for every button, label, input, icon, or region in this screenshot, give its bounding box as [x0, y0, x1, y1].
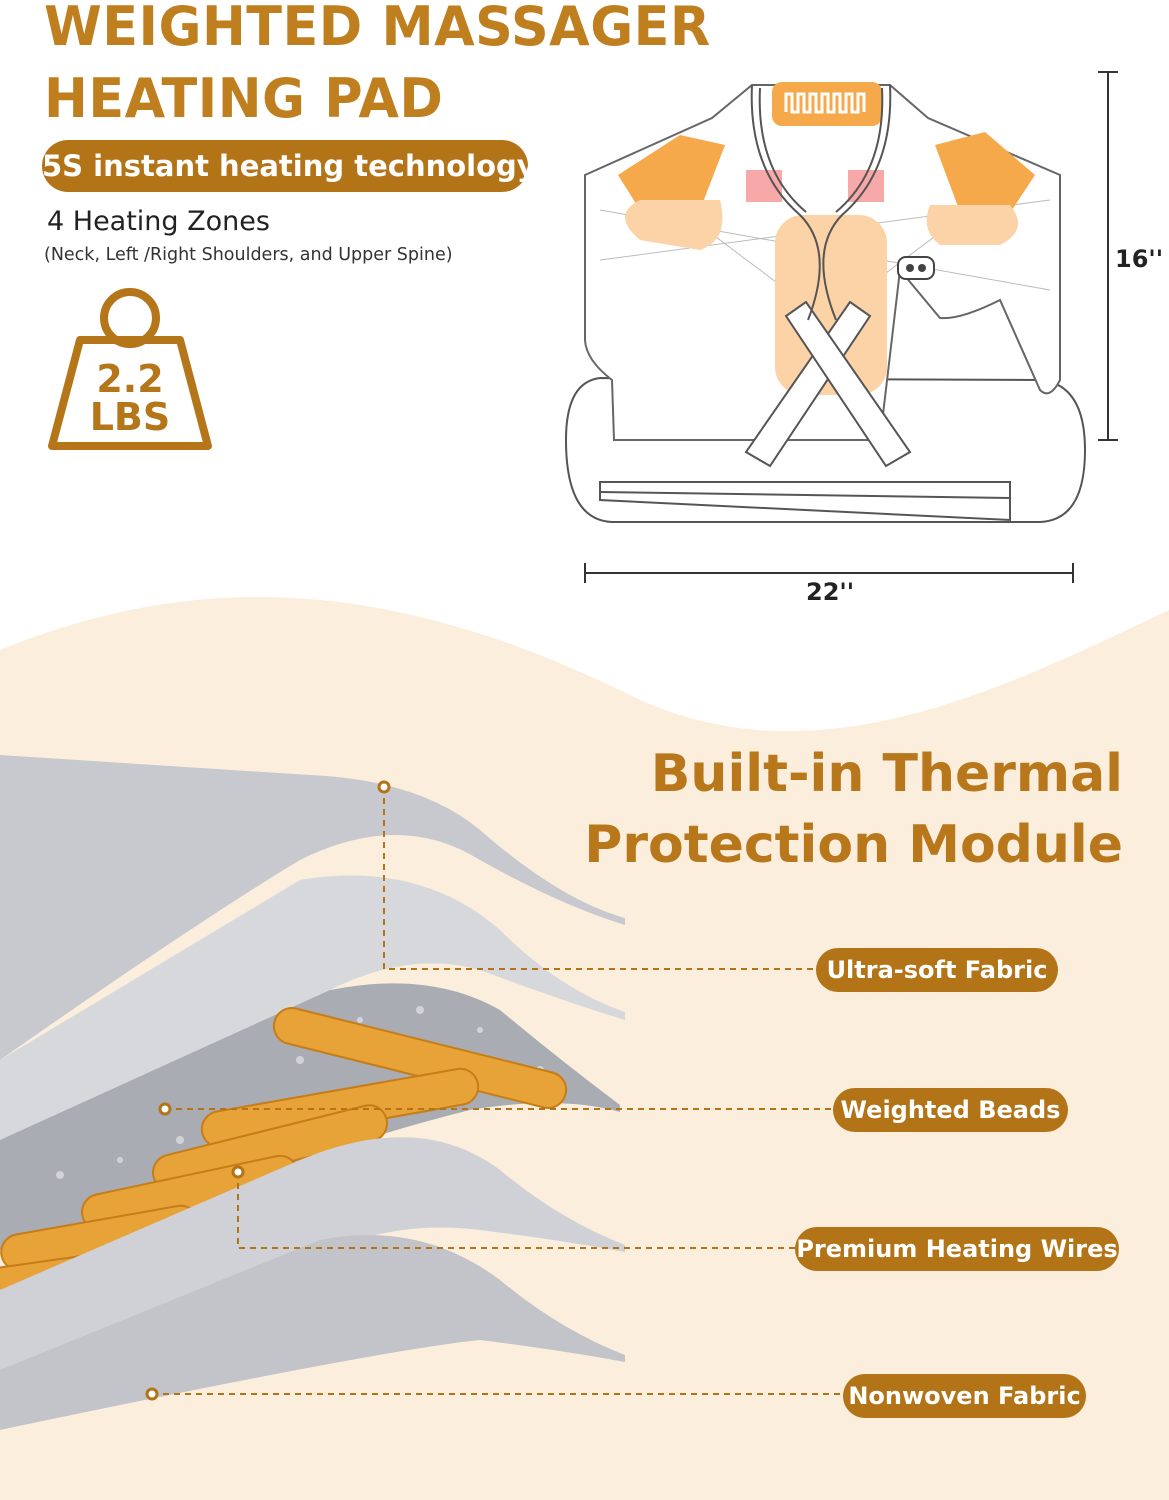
width-dimension-line	[584, 563, 1074, 583]
heating-zones-title: 4 Heating Zones	[47, 206, 270, 237]
width-dimension: 22''	[806, 578, 855, 606]
layer-label-premium-heating-wires: Premium Heating Wires	[795, 1227, 1119, 1271]
layer-label-weighted-beads: Weighted Beads	[833, 1088, 1068, 1132]
left-shoulder-heating-zone	[618, 135, 725, 250]
right-shoulder-heating-zone	[926, 132, 1035, 245]
ultra-soft-fabric-layer	[0, 755, 625, 1060]
leader-lines	[152, 787, 843, 1395]
collar	[750, 84, 892, 321]
crossed-straps	[744, 300, 912, 468]
leader-dots	[145, 780, 391, 1401]
height-dimension: 16''	[1115, 245, 1164, 273]
height-dimension-line	[1098, 71, 1118, 441]
heating-zones-detail: (Neck, Left /Right Shoulders, and Upper …	[44, 245, 453, 265]
thermal-title-line-2: Protection Module	[584, 815, 1123, 875]
nonwoven-fabric-layer	[0, 1235, 625, 1430]
tech-badge: 5S instant heating technology	[42, 140, 536, 192]
neck-heating-zone	[772, 82, 882, 126]
weight-value: 2.2	[96, 357, 164, 401]
title-line-2: HEATING PAD	[44, 67, 444, 130]
title-line-1: WEIGHTED MASSAGER	[44, 0, 711, 58]
layer-label-nonwoven-fabric: Nonwoven Fabric	[843, 1374, 1086, 1418]
control-button-icon	[897, 256, 935, 280]
layer-label-ultra-soft-fabric: Ultra-soft Fabric	[816, 948, 1058, 992]
weight-unit: LBS	[89, 395, 171, 439]
thermal-title-line-1: Built-in Thermal	[650, 744, 1123, 804]
